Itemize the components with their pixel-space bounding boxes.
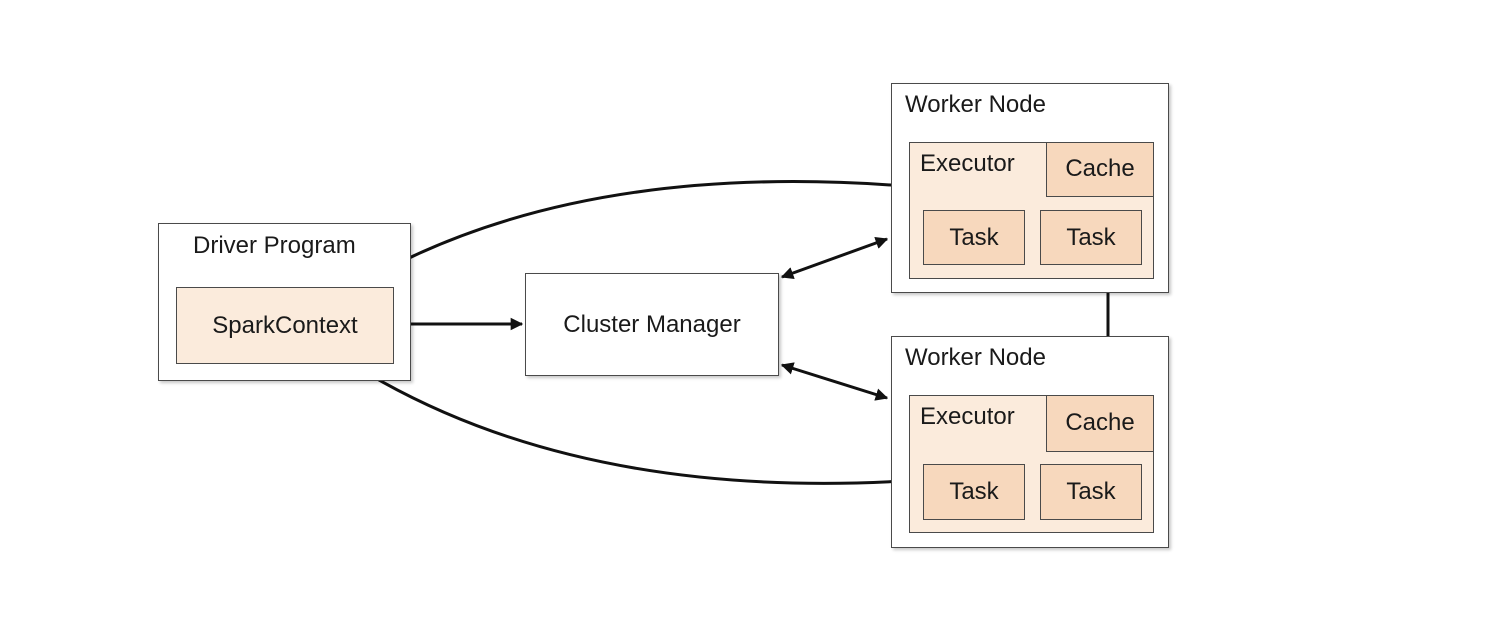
cache-label-1: Cache: [1065, 155, 1135, 182]
driver-program-title: Driver Program: [193, 232, 356, 259]
worker-node-1: Worker Node Executor Cache Task Task: [891, 83, 1169, 293]
arrow-driver-to-worker-1: [354, 178, 906, 288]
task-label-2b: Task: [1066, 478, 1116, 505]
sparkcontext-label: SparkContext: [212, 311, 358, 339]
arrow-driver-to-worker-2: [350, 362, 906, 488]
arrow-cluster-manager-to-worker-2: [780, 362, 889, 401]
executor-label-2: Executor: [920, 403, 1015, 430]
worker-node-2: Worker Node Executor Cache Task Task: [891, 336, 1169, 548]
cache-box-1: Cache: [1046, 141, 1154, 197]
task-label-1b: Task: [1066, 223, 1116, 251]
task-label-2a: Task: [949, 478, 999, 505]
task-box-1b: Task: [1040, 210, 1142, 265]
task-box-2a: Task: [923, 464, 1025, 520]
cluster-manager-label: Cluster Manager: [563, 310, 741, 338]
task-box-1a: Task: [923, 210, 1025, 265]
sparkcontext-box: SparkContext: [176, 287, 394, 364]
cache-label-2: Cache: [1065, 409, 1135, 436]
worker-node-2-title: Worker Node: [905, 344, 1046, 371]
cluster-manager-box: Cluster Manager: [525, 273, 779, 376]
worker-node-1-title: Worker Node: [905, 91, 1046, 118]
executor-box-1: Executor Cache Task Task: [909, 141, 1154, 279]
task-box-2b: Task: [1040, 464, 1142, 520]
driver-program-box: Driver Program SparkContext: [158, 223, 411, 381]
executor-label-1: Executor: [920, 150, 1015, 177]
cache-box-2: Cache: [1046, 394, 1154, 452]
task-label-1a: Task: [949, 223, 999, 251]
executor-box-2: Executor Cache Task Task: [909, 394, 1154, 533]
arrow-cluster-manager-to-worker-1: [780, 236, 889, 280]
